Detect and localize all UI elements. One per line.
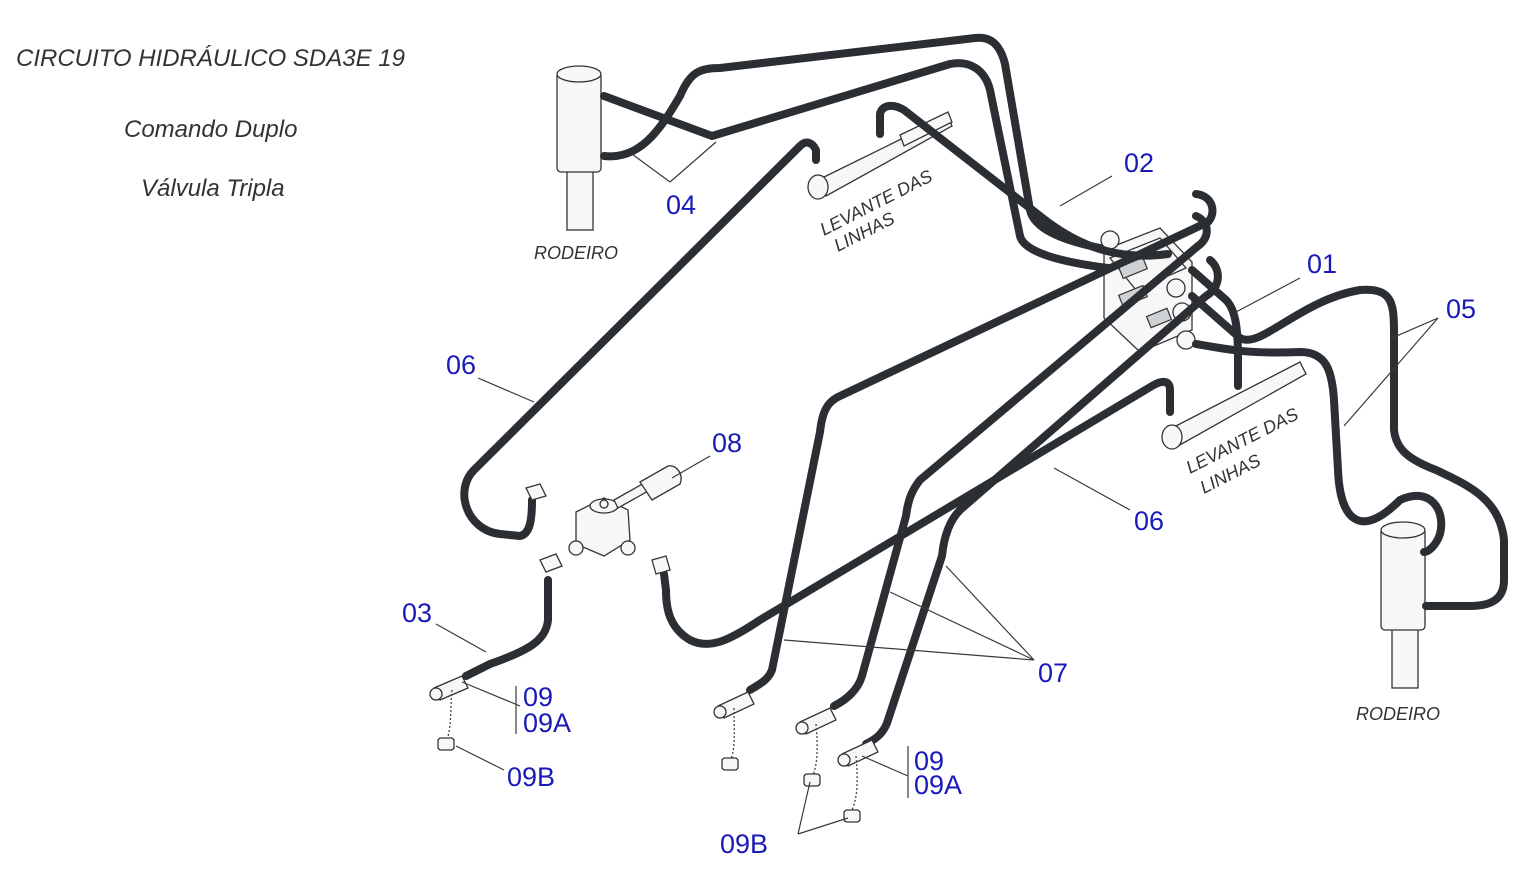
- leader-lines: [435, 141, 1439, 835]
- main-valve-08: [525, 465, 682, 575]
- callout-06-left: 06: [446, 350, 476, 380]
- callout-05: 05: [1446, 294, 1476, 324]
- callout-09-left: 09: [523, 682, 553, 712]
- hoses: [460, 33, 1508, 748]
- hose-04-b: [600, 59, 1112, 272]
- hose-07-b: [830, 212, 1211, 710]
- rodeiro-left-cylinder: [556, 65, 602, 231]
- hose-03: [462, 576, 552, 680]
- rodeiro-right-cylinder: [1380, 521, 1426, 689]
- levante-right-cylinder: [1161, 361, 1307, 450]
- hose-04-a: [600, 33, 1104, 252]
- callout-09-right: 09: [914, 746, 944, 776]
- callout-02: 02: [1124, 148, 1154, 178]
- hose-05-b: [1192, 340, 1446, 556]
- coupler-middle-2: [795, 707, 837, 787]
- subtitle-command: Comando Duplo: [124, 116, 297, 143]
- rodeiro-right-label: RODEIRO: [1356, 704, 1440, 724]
- hose-07-c: [862, 256, 1222, 748]
- callout-09a-right: 09A: [914, 770, 962, 800]
- callout-04: 04: [666, 190, 696, 220]
- callout-09a-left: 09A: [523, 708, 571, 738]
- callout-09b-bottom: 09B: [720, 829, 768, 859]
- callout-09b-left: 09B: [507, 762, 555, 792]
- hose-01: [1188, 266, 1242, 390]
- hose-07-a: [746, 190, 1217, 694]
- coupler-left: [429, 675, 469, 751]
- callout-08: 08: [712, 428, 742, 458]
- coupler-middle-1: [713, 691, 755, 771]
- diagram-title: CIRCUITO HIDRÁULICO SDA3E 19: [16, 45, 405, 72]
- callout-07: 07: [1038, 658, 1068, 688]
- callout-01: 01: [1307, 249, 1337, 279]
- hose-02: [876, 101, 1172, 260]
- hose-05-a: [1188, 285, 1508, 610]
- callout-03: 03: [402, 598, 432, 628]
- hose-06-left: [460, 138, 820, 540]
- rodeiro-left-label: RODEIRO: [534, 243, 618, 263]
- subtitle-valve: Válvula Tripla: [141, 175, 285, 202]
- hose-06-right: [660, 377, 1174, 648]
- coupler-right: [837, 739, 879, 823]
- callout-06-right: 06: [1134, 506, 1164, 536]
